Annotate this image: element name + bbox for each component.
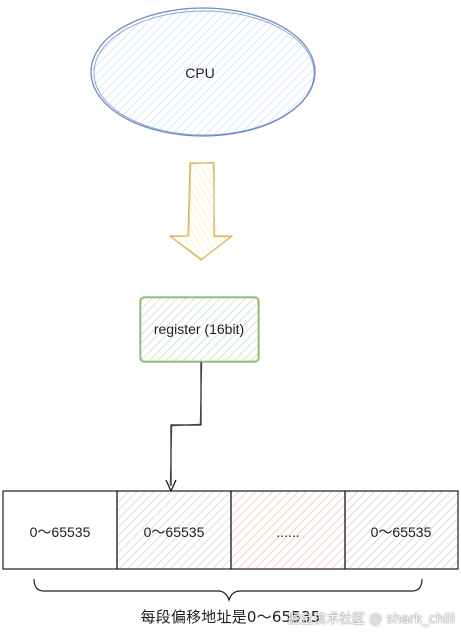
register-node: register (16bit): [139, 296, 260, 363]
register-to-memory-connector: [165, 362, 203, 493]
segment-1: 0～65535: [2, 490, 118, 570]
segment-4-label: 0～65535: [371, 524, 432, 540]
register-label: register (16bit): [154, 321, 244, 337]
cpu-node: CPU: [90, 7, 316, 137]
watermark: 掘金技术社区 @ shark_chili: [287, 612, 455, 627]
segment-1-label: 0～65535: [30, 524, 91, 540]
segment-3-label: ......: [276, 524, 299, 540]
memory-row: 0～65535 0～65535 ...... 0～65535: [2, 490, 459, 570]
curly-brace-icon: [33, 578, 423, 602]
segment-4: 0～65535: [344, 490, 459, 570]
segment-2-label: 0～65535: [144, 524, 205, 540]
offset-caption: 每段偏移地址是0～65535: [140, 608, 321, 626]
down-block-arrow: [169, 161, 233, 261]
segment-2: 0～65535: [116, 490, 232, 570]
cpu-label: CPU: [185, 65, 215, 81]
segment-3: ......: [230, 490, 346, 570]
